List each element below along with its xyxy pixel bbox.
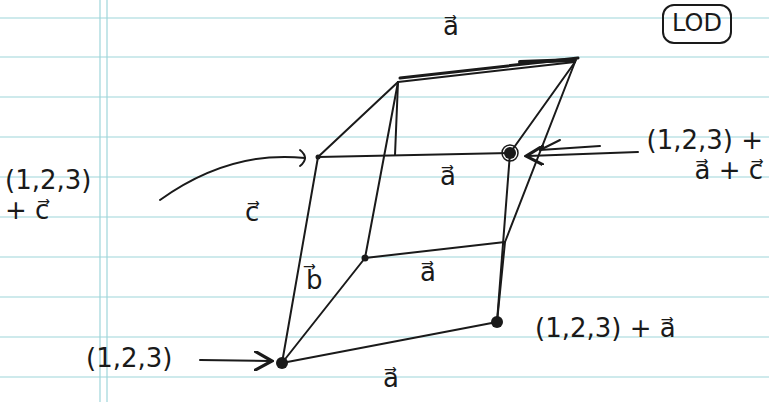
vector-label: a⃗: [443, 12, 459, 42]
point-label: (1,2,3) + c⃗: [5, 166, 105, 226]
boxed-note: LOD: [662, 4, 732, 44]
point-label: (1,2,3): [86, 344, 172, 374]
point-label: (1,2,3) + a⃗: [535, 314, 676, 344]
vector-label: c⃗: [245, 198, 259, 228]
vector-label: a⃗: [383, 364, 399, 394]
vector-label: a⃗: [440, 162, 456, 192]
vector-label: a⃗: [420, 258, 436, 288]
vector-label: b⃗: [306, 266, 323, 296]
point-label: (1,2,3) + a⃗ + c⃗: [645, 126, 763, 186]
note-text: LOD: [672, 10, 722, 38]
